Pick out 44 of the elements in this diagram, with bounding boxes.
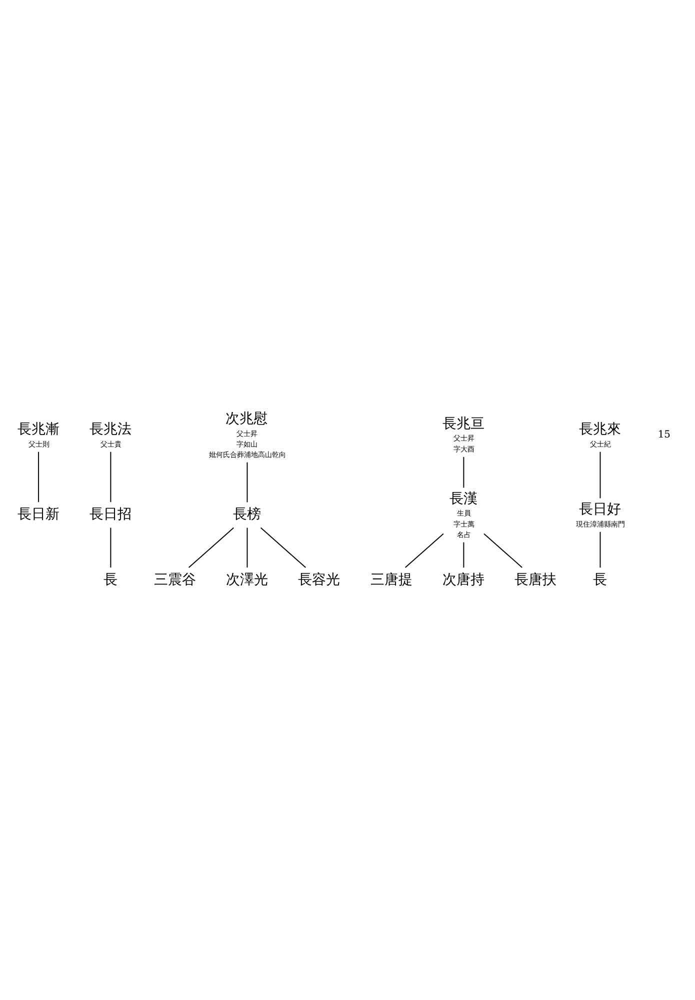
connector — [600, 450, 601, 498]
node-text: 長日好 — [579, 501, 621, 518]
node-text: 三唐提 — [370, 571, 412, 588]
node-text: 長日新 — [17, 506, 60, 522]
node-text: 長兆來 — [579, 421, 621, 438]
node-text: 長兆法 — [89, 421, 132, 438]
node-label: 現住漳浦縣南門 — [576, 518, 626, 528]
label: 15 — [658, 429, 670, 440]
node-label: 父士昇 — [453, 433, 474, 442]
connector — [110, 450, 112, 502]
connector — [483, 532, 523, 568]
connector — [404, 532, 444, 568]
node-text: 次兆慰 — [226, 410, 268, 427]
node-label: 字大酉 — [453, 444, 474, 453]
node-label: 父士紀 — [590, 438, 611, 448]
connector — [260, 526, 306, 568]
node-text: 三震谷 — [154, 571, 196, 588]
node-text: 長容光 — [298, 571, 340, 588]
node-label: 字如山 — [236, 438, 258, 448]
node-label: 父士則 — [28, 438, 50, 448]
connector — [463, 541, 464, 568]
connector — [246, 526, 248, 568]
node-label: 妣何氏合葬浦地高山乾向 — [209, 449, 286, 458]
node-label: 字士萬 — [453, 518, 474, 528]
node-text: 長兆漸 — [17, 421, 60, 438]
node-label: 名占 — [456, 529, 471, 538]
node-label: 父士貴 — [100, 438, 122, 448]
connector — [188, 526, 234, 568]
node-text: 長 — [593, 571, 608, 588]
node-text: 次唐持 — [442, 571, 484, 588]
connector — [463, 456, 464, 488]
node-text: 次澤光 — [226, 571, 268, 588]
node-text: 長漢 — [450, 490, 478, 506]
node-text: 長日招 — [89, 506, 132, 522]
node-text: 長兆亘 — [442, 415, 484, 432]
connector — [246, 461, 248, 502]
connector — [600, 530, 601, 568]
node-text: 長 — [104, 571, 118, 588]
node-label: 父士昇 — [236, 428, 258, 438]
node-label: 生員 — [456, 508, 471, 518]
connector — [110, 526, 112, 568]
connector — [38, 450, 40, 502]
node-text: 長榜 — [233, 506, 262, 522]
node-text: 長唐扶 — [514, 571, 557, 588]
